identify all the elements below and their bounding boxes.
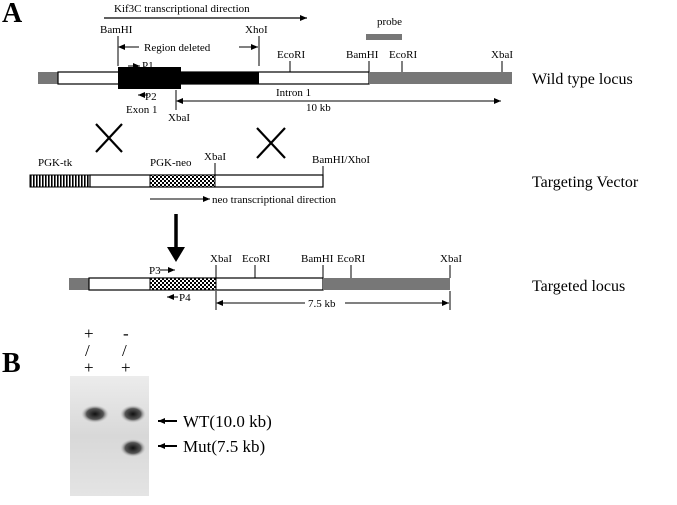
mut-band-label: Mut(7.5 kb)	[183, 437, 265, 456]
tg-bamhi-label: BamHI	[301, 253, 334, 265]
exon1-label: Exon 1	[126, 104, 157, 116]
p3-label: P3	[149, 265, 161, 277]
wt-locus-title: Wild type locus	[532, 71, 633, 88]
wt-size-label: 10 kb	[306, 102, 331, 114]
tg-ecori-2-label: EcoRI	[337, 253, 365, 265]
recombination-arrow-head	[167, 247, 185, 262]
pgk-tk-label: PGK-tk	[38, 157, 73, 169]
p2-label: P2	[145, 91, 157, 103]
wt-ecori-1-label: EcoRI	[277, 49, 305, 61]
p1-label: P1	[142, 60, 154, 72]
lane1-genotype-bottom: +	[84, 358, 94, 377]
wt-exon1-box	[118, 67, 181, 89]
wt-band-label: WT(10.0 kb)	[183, 412, 272, 431]
wt-locus-map	[38, 67, 512, 89]
probe-label: probe	[377, 16, 402, 28]
crossover-left	[95, 123, 123, 153]
region-deleted-bg	[139, 40, 239, 54]
wt-xbai-right-label: XbaI	[491, 49, 513, 61]
tg-right-flank	[323, 278, 450, 290]
wt-xbai-left-label: XbaI	[168, 112, 190, 124]
tg-xbai-right-label: XbaI	[440, 253, 462, 265]
wt-left-flank	[38, 72, 58, 84]
lane1-genotype-top: +	[84, 324, 94, 343]
panel-b-letter: B	[2, 348, 21, 379]
tg-left-flank	[69, 278, 89, 290]
intron1-bg	[273, 87, 325, 97]
panel-a-letter: A	[2, 0, 23, 29]
intron1-label: Intron 1	[276, 87, 311, 99]
tg-neo-cassette	[149, 277, 217, 291]
gel-background	[70, 376, 149, 496]
targeted-locus-map	[69, 277, 450, 291]
pgk-tk-cassette	[29, 174, 91, 188]
southern-blot-gel	[70, 376, 149, 496]
region-deleted-label: Region deleted	[144, 42, 211, 54]
lane2-genotype-sep: /	[122, 341, 127, 360]
lane2-wt-band	[120, 405, 146, 423]
tv-bamhi-xhoi-label: BamHI/XhoI	[312, 154, 370, 166]
wt-ecori-2-label: EcoRI	[389, 49, 417, 61]
lane1-genotype-sep: /	[85, 341, 90, 360]
crossover-right	[256, 127, 286, 159]
lane2-mut-band	[120, 439, 146, 457]
lane2-genotype-bottom: +	[121, 358, 131, 377]
p4-label: P4	[179, 292, 191, 304]
tg-ecori-1-label: EcoRI	[242, 253, 270, 265]
targeting-vector-title: Targeting Vector	[532, 174, 639, 191]
lane1-wt-band	[81, 405, 109, 423]
tg-xbai-left-label: XbaI	[210, 253, 232, 265]
pgk-neo-label: PGK-neo	[150, 157, 192, 169]
wt-bamhi-right-label: BamHI	[346, 49, 379, 61]
kif3c-direction-label: Kif3C transcriptional direction	[114, 3, 250, 15]
tg-size-label: 7.5 kb	[308, 298, 336, 310]
lane2-genotype-top: -	[123, 324, 129, 343]
pgk-neo-cassette	[149, 174, 216, 188]
neo-direction-label: neo transcriptional direction	[212, 194, 337, 206]
tg-size-bg	[305, 297, 345, 309]
probe-bar	[366, 34, 402, 40]
wt-deleted-intron	[181, 72, 259, 84]
targeting-vector-map	[29, 174, 324, 188]
wt-bamhi-left-label: BamHI	[100, 24, 133, 36]
tv-xbai-label: XbaI	[204, 151, 226, 163]
wt-xhoi-label: XhoI	[245, 24, 268, 36]
targeted-locus-title: Targeted locus	[532, 278, 625, 295]
wt-right-flank	[369, 72, 512, 84]
